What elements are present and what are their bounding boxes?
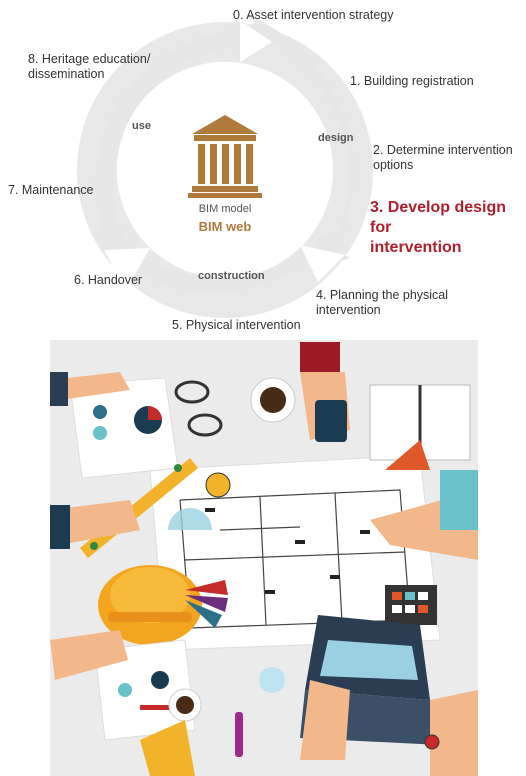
step-4-label: 4. Planning the physical intervention [316, 288, 449, 317]
arrow-gap-right [300, 245, 345, 282]
phase-use: use [132, 120, 151, 132]
phase-construction: construction [198, 270, 265, 282]
coffee-cup-2-icon [168, 688, 202, 722]
ring-track [77, 22, 373, 318]
level-ruler [80, 458, 198, 558]
notebook [369, 384, 471, 470]
glasses-icon [174, 380, 223, 437]
hand-bottom-left [50, 630, 128, 680]
phase-design: design [318, 132, 354, 144]
arrow-gap-top [240, 20, 272, 62]
sleeve-bottom [140, 720, 195, 776]
sleeve-left [50, 505, 70, 549]
sleeve-right [440, 470, 478, 530]
tape-measure-icon [205, 472, 231, 498]
step-0-label: 0. Asset intervention strategy [233, 8, 394, 22]
hand-laptop [300, 680, 350, 760]
step-5-label: 5. Physical intervention [172, 318, 301, 332]
hand-bottom-right [430, 690, 478, 776]
hand-right [370, 490, 478, 560]
step-2-label: 2. Determine intervention options [373, 143, 513, 172]
hard-hat-icon [98, 565, 202, 645]
infographic-paper [94, 639, 196, 741]
cycle-diagram [77, 14, 373, 318]
chart-paper [69, 377, 179, 479]
marker-icon [235, 712, 243, 757]
step-3-label: 3. Develop design for intervention [370, 199, 507, 256]
step-1-label: 1. Building registration [350, 74, 474, 88]
step-7-label: 7. Maintenance [8, 183, 94, 197]
step-6-label: 6. Handover [74, 273, 143, 287]
bim-model-label: BIM model [198, 203, 252, 215]
arrow-gap-left [104, 248, 150, 290]
sleeve-top-left [50, 372, 68, 406]
laptop-icon [300, 615, 440, 745]
coffee-cup-icon [250, 377, 296, 423]
step-8-label: 8. Heritage education/ dissemination [28, 52, 151, 81]
building-icon [188, 115, 262, 198]
blueprint [149, 454, 441, 651]
glass-icon [259, 667, 285, 693]
desk-surface [50, 340, 478, 776]
phone-hand [300, 342, 350, 442]
protractor-icon [168, 508, 212, 530]
color-swatch-fan [185, 580, 228, 628]
hand-top-left [50, 372, 130, 400]
calculator-icon [385, 585, 437, 625]
watch-icon [424, 734, 440, 750]
bim-web-label: BIM web [198, 219, 252, 234]
hand-left [50, 500, 140, 545]
